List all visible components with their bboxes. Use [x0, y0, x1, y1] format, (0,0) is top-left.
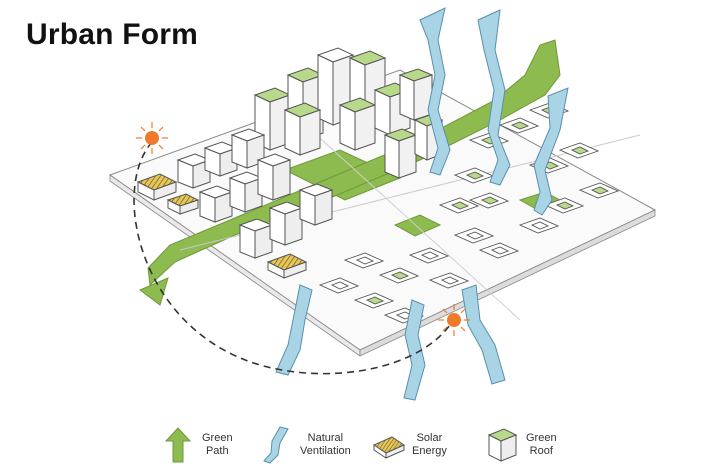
- legend-item-green-roof: Green Roof: [484, 424, 557, 466]
- vent-flow-6: [461, 284, 506, 385]
- solar-energy-panel-icon: [372, 436, 406, 459]
- legend-label: Green Path: [202, 432, 233, 457]
- lower-courtyards: [318, 247, 470, 324]
- ground-plate-edge-right: [359, 209, 656, 357]
- vent-flow-4: [275, 284, 313, 376]
- left-blocks: [176, 128, 334, 259]
- green-roof-cube-icon: [487, 428, 518, 462]
- legend-item-green-path: Green Path: [160, 424, 233, 466]
- vent-flow-5: [403, 299, 426, 401]
- diagram-title: Urban Form: [26, 18, 199, 51]
- green-path-arrow-icon: [164, 427, 192, 463]
- courtyard-blocks: [438, 102, 620, 259]
- tower-cluster: [253, 47, 444, 179]
- vent-flow-3: [533, 87, 569, 216]
- legend-label: Solar Energy: [412, 432, 447, 457]
- natural-ventilation-icon: [263, 426, 289, 464]
- sun-icon-lower: [438, 304, 470, 336]
- park-small: [393, 214, 442, 237]
- solar-buildings: [136, 173, 308, 279]
- sun-path-arc: [133, 141, 453, 375]
- legend-label: Natural Ventilation: [300, 432, 351, 457]
- sun-icon-upper: [136, 122, 168, 154]
- vent-flow-2: [477, 9, 511, 186]
- vent-flow-1: [419, 7, 451, 176]
- legend-item-natural-ventilation: Natural Ventilation: [258, 424, 351, 466]
- ventilation-flows: [275, 7, 569, 401]
- green-path-arrow-head: [139, 277, 169, 306]
- legend-label: Green Roof: [526, 432, 557, 457]
- legend-item-solar-energy: Solar Energy: [370, 424, 447, 466]
